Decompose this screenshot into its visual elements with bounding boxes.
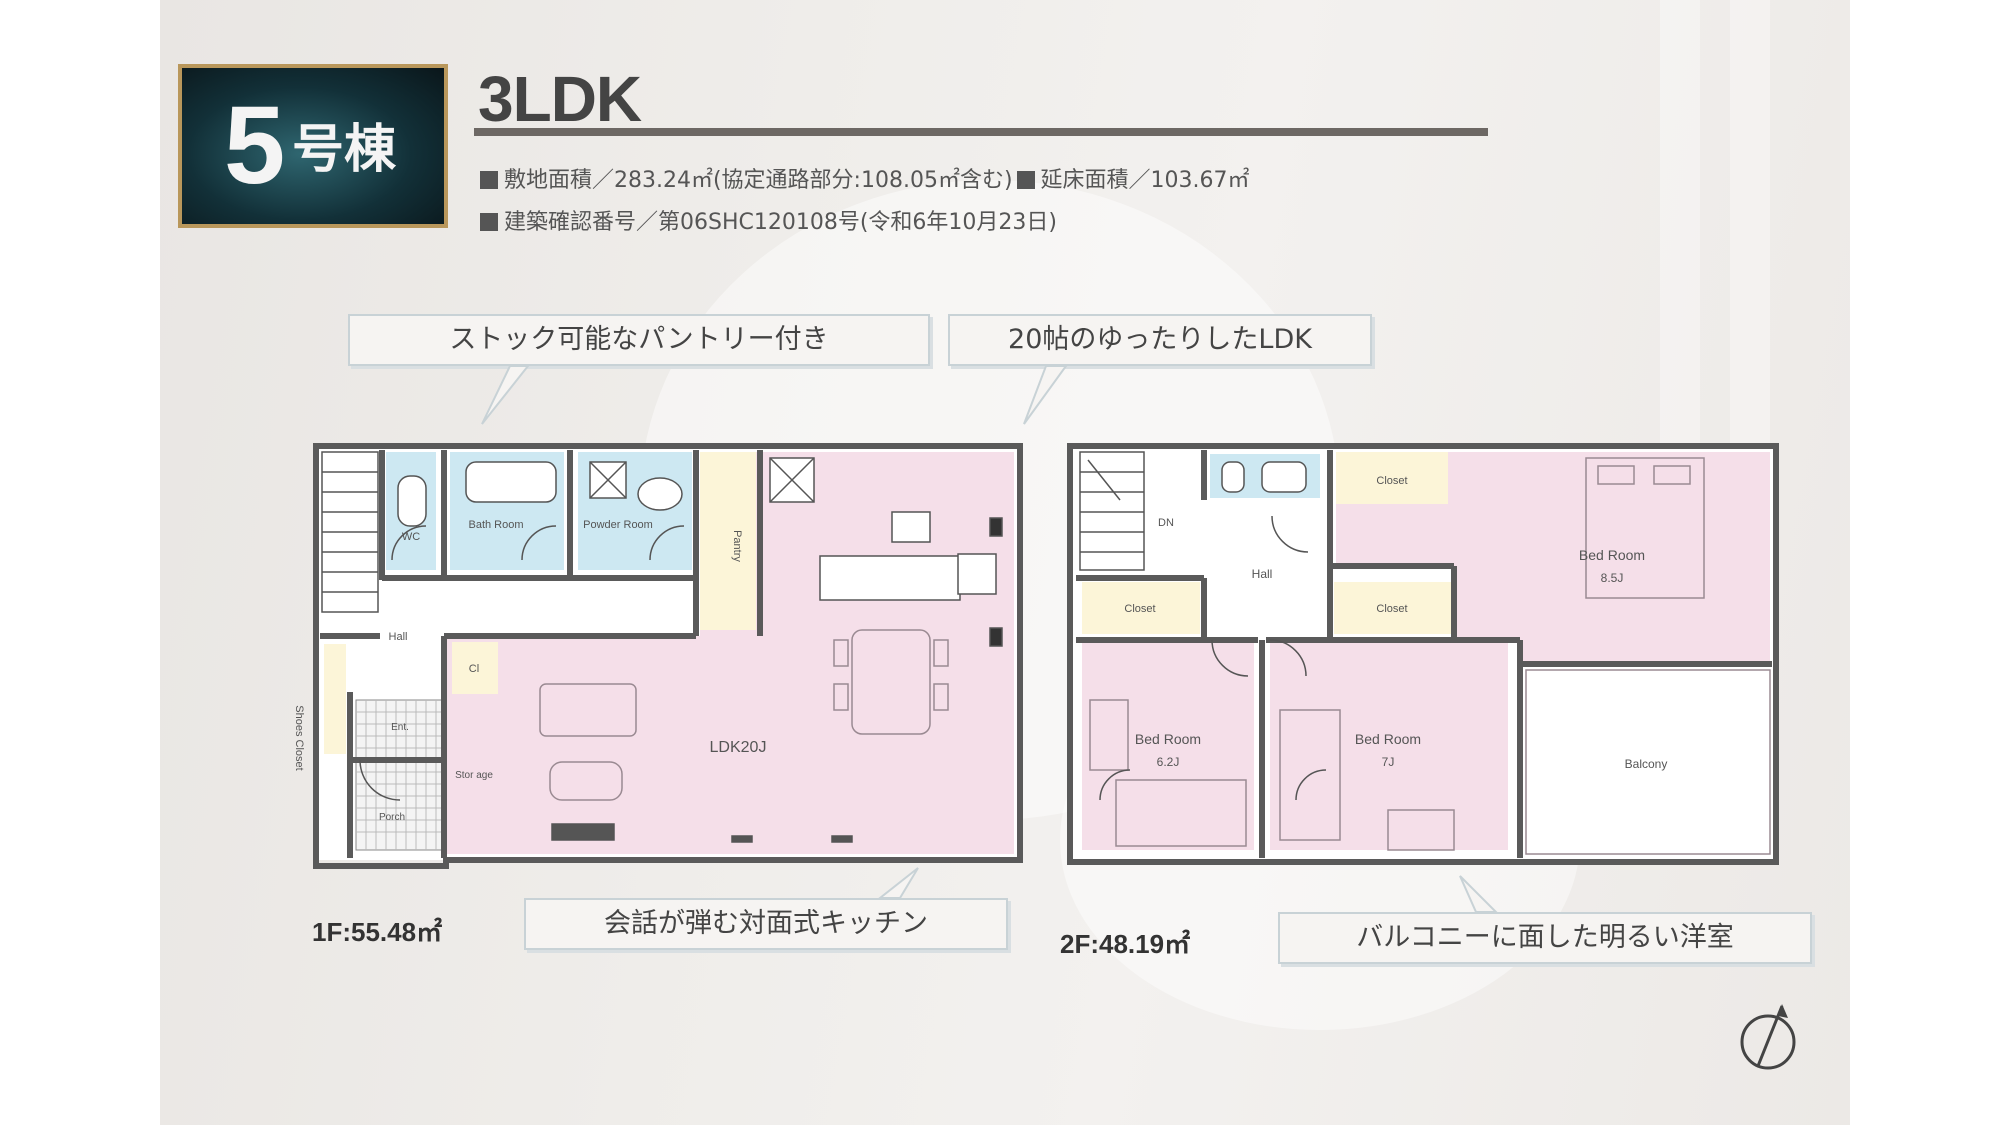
north-arrow-icon (1740, 1004, 1796, 1070)
bullet-square-icon (480, 213, 498, 231)
svg-text:Ent.: Ent. (391, 722, 409, 733)
callout-ldk: 20帖のゆったりしたLDK (948, 314, 1372, 366)
svg-text:Shoes Closet: Shoes Closet (293, 705, 305, 770)
svg-text:Bed Room: Bed Room (1355, 731, 1421, 747)
interior-walls-2f (1076, 450, 1772, 858)
closet-left (1082, 582, 1200, 634)
svg-text:8.5J: 8.5J (1601, 571, 1624, 585)
fixtures-1f (397, 457, 1003, 843)
callout-kitchen: 会話が弾む対面式キッチン (524, 898, 1008, 950)
svg-text:Cl: Cl (469, 663, 479, 675)
svg-text:WC: WC (402, 531, 420, 543)
storage-left (324, 644, 346, 754)
svg-text:DN: DN (1158, 517, 1174, 529)
fixtures-2f (1089, 457, 1771, 855)
first-floor-area: 1F:55.48㎡ (312, 917, 443, 947)
svg-text:Stor age: Stor age (455, 770, 493, 781)
door-swings-2f (1099, 515, 1327, 801)
callout-ldk-pointer (1023, 365, 1068, 425)
callout-pantry-pointer (481, 365, 531, 425)
spec-line-1: 敷地面積／283.24㎡(協定通路部分:108.05㎡含む) 延床面積／103.6… (480, 162, 1250, 194)
closet-mid (1334, 582, 1452, 634)
layout-type-title: 3LDK (478, 63, 642, 135)
staircase-2f (1079, 451, 1145, 571)
staircase-1f (321, 451, 379, 613)
svg-text:Pantry: Pantry (731, 530, 743, 562)
svg-text:Bed Room: Bed Room (1135, 731, 1201, 747)
svg-text:Closet: Closet (1124, 603, 1155, 615)
callout-balcony: バルコニーに面した明るい洋室 (1278, 912, 1812, 964)
svg-text:Closet: Closet (1376, 603, 1407, 615)
svg-text:6.2J: 6.2J (1157, 755, 1180, 769)
svg-text:Bath Room: Bath Room (468, 519, 523, 531)
building-number: 5 (224, 84, 286, 207)
svg-text:Porch: Porch (379, 812, 405, 823)
building-number-badge: 5 号棟 (178, 64, 448, 228)
svg-text:7J: 7J (1382, 755, 1395, 769)
second-floor-area: 2F:48.19㎡ (1060, 929, 1191, 959)
entrance-tiles (355, 699, 443, 851)
closet-small (452, 642, 498, 694)
pantry-room (700, 452, 756, 630)
site-area-text: 敷地面積／283.24㎡(協定通路部分:108.05㎡含む) (504, 168, 1013, 193)
ldk-room (444, 452, 1014, 854)
svg-text:Powder Room: Powder Room (583, 519, 653, 531)
title-divider (474, 128, 1488, 136)
svg-text:Balcony: Balcony (1625, 757, 1668, 771)
svg-text:Hall: Hall (1252, 567, 1273, 581)
second-floor-plan: DN Hall Closet Closet Closet Bed Room 8.… (1067, 443, 1779, 865)
svg-text:Hall: Hall (389, 631, 408, 643)
interior-walls-1f (320, 450, 763, 858)
first-floor-plan: WC Bath Room Powder Room Pantry Hall Cl … (293, 443, 1023, 869)
svg-text:Bed Room: Bed Room (1579, 547, 1645, 563)
svg-text:LDK20J: LDK20J (710, 739, 767, 756)
svg-text:Closet: Closet (1376, 475, 1407, 487)
spec-line-2: 建築確認番号／第06SHC120108号(令和6年10月23日) (480, 204, 1057, 236)
callout-balcony-pointer (1459, 875, 1499, 913)
closet-top (1336, 452, 1448, 504)
door-swings-1f (359, 525, 685, 801)
bullet-square-icon (1016, 171, 1035, 189)
bullet-square-icon (480, 171, 498, 189)
building-suffix: 号棟 (292, 120, 397, 180)
callout-kitchen-pointer (877, 867, 919, 899)
permit-number-text: 建築確認番号／第06SHC120108号(令和6年10月23日) (504, 210, 1057, 235)
floor-area-text: 延床面積／103.67㎡ (1040, 168, 1250, 193)
callout-pantry: ストック可能なパントリー付き (348, 314, 930, 366)
